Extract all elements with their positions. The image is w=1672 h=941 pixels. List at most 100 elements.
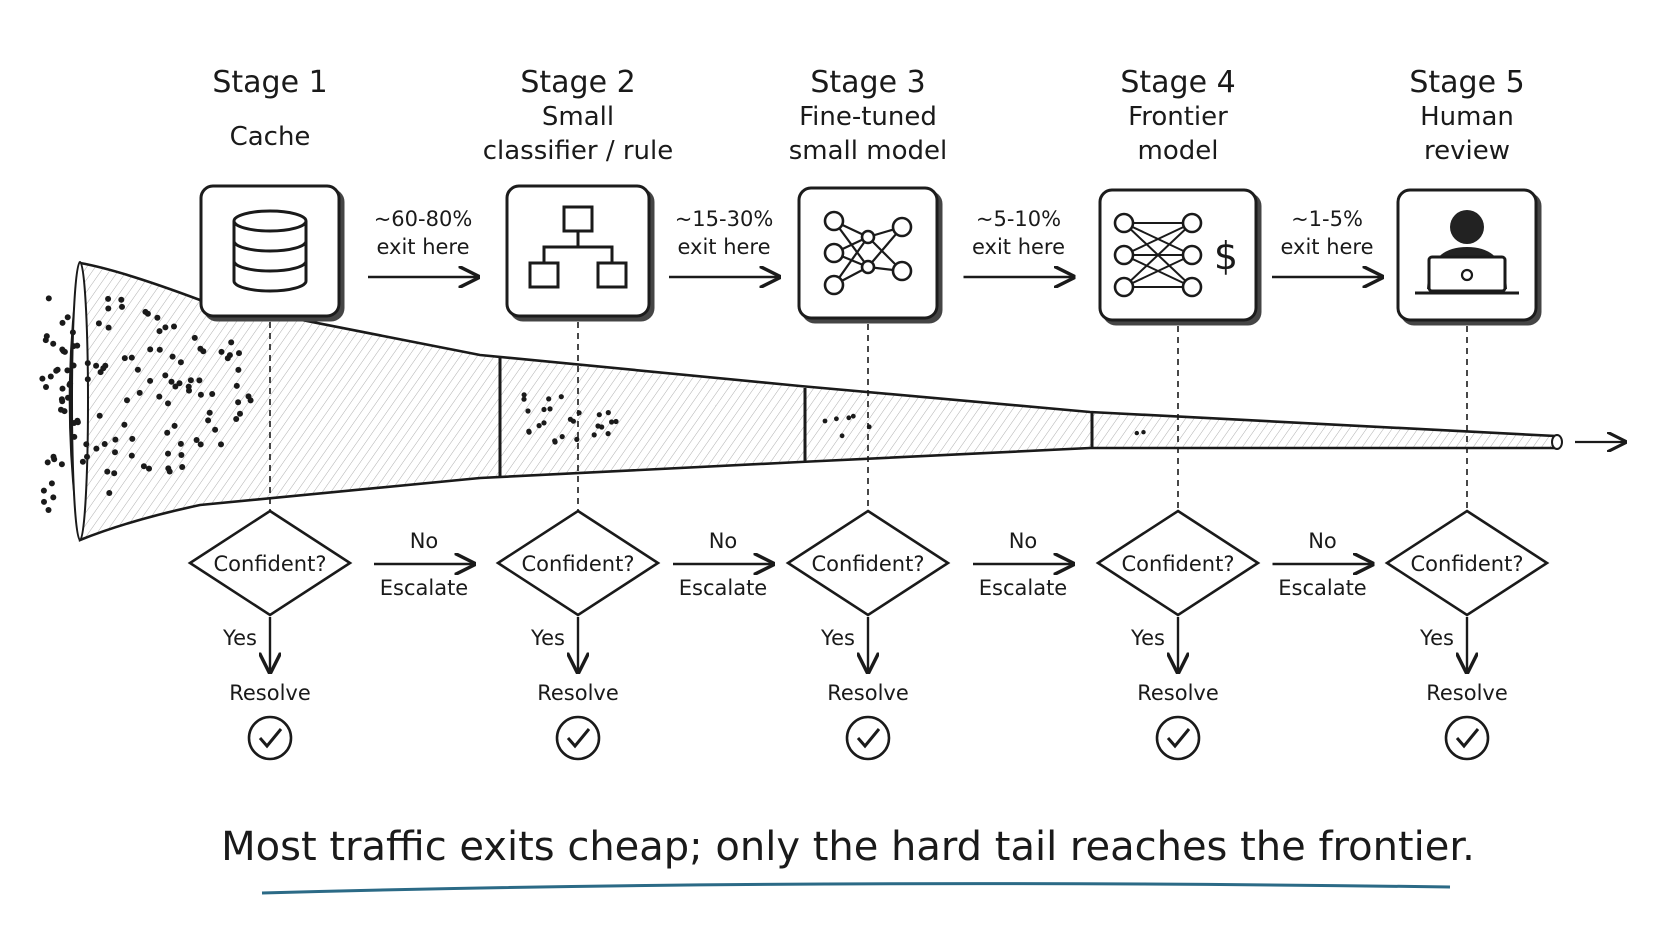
traffic-dot [48, 480, 55, 487]
traffic-dot [156, 393, 163, 400]
stage-subtitle-line: Cache [230, 122, 311, 152]
decision-diamond: Confident? [495, 509, 661, 617]
traffic-dot [599, 424, 605, 430]
traffic-dot [552, 438, 558, 444]
traffic-dot [196, 377, 203, 384]
yes-label: Yes [530, 626, 565, 650]
traffic-dot [45, 507, 52, 513]
traffic-dot [147, 377, 154, 384]
traffic-dot [176, 380, 183, 387]
traffic-dot [171, 323, 177, 330]
traffic-dot [74, 417, 81, 424]
decision-diamond: Confident? [1095, 509, 1261, 617]
traffic-dot [83, 441, 90, 448]
traffic-dot [197, 441, 204, 448]
traffic-dot [168, 378, 175, 385]
escalate-label: Escalate [679, 576, 767, 600]
traffic-dot [547, 406, 553, 412]
stage-icon-box [797, 186, 939, 320]
traffic-dot [218, 348, 225, 355]
caption: Most traffic exits cheap; only the hard … [221, 824, 1475, 870]
no-label: No [1009, 529, 1038, 553]
traffic-dot [67, 380, 74, 387]
no-label: No [1308, 529, 1337, 553]
decision-diamond: Confident? [785, 509, 951, 617]
traffic-dot [105, 295, 112, 302]
traffic-dot [121, 355, 128, 362]
traffic-dot [93, 362, 100, 369]
traffic-dot [50, 453, 57, 460]
stage-title: Stage 1 [212, 65, 327, 100]
traffic-dot [574, 436, 580, 442]
traffic-dot [112, 449, 118, 456]
traffic-dot [591, 432, 597, 438]
stage-icon-box [1396, 188, 1538, 322]
traffic-dot [850, 413, 856, 419]
decision-diamond: Confident? [1384, 509, 1550, 617]
exit-label: exit here [677, 235, 770, 259]
traffic-dot [84, 360, 91, 367]
traffic-dot [121, 421, 128, 428]
traffic-dot [50, 340, 57, 347]
stage-subtitle-line: Human [1420, 102, 1514, 132]
resolve-label: Resolve [229, 681, 311, 705]
check-circle-icon [1444, 715, 1490, 761]
traffic-dot [64, 314, 71, 321]
traffic-dot [60, 348, 67, 355]
traffic-dot [53, 367, 60, 374]
traffic-dot [541, 420, 547, 426]
traffic-dot [47, 373, 54, 380]
traffic-dot [154, 314, 161, 321]
traffic-dot [224, 355, 231, 362]
traffic-dot [172, 383, 179, 390]
traffic-dot [178, 452, 185, 458]
traffic-dot [156, 328, 163, 335]
exit-label: exit here [376, 235, 469, 259]
traffic-dot [162, 372, 169, 379]
exit-annotation: ~15-30% exit here [669, 207, 779, 277]
traffic-dot [521, 392, 527, 398]
traffic-dot [245, 393, 252, 400]
traffic-dot [526, 428, 532, 434]
neural-net-dollar-icon: $ [1113, 212, 1238, 298]
traffic-dot [74, 342, 81, 349]
traffic-dot [200, 348, 207, 355]
stage-subtitle-line: review [1424, 136, 1510, 166]
exit-percent: ~15-30% [675, 207, 774, 231]
traffic-dots [39, 295, 1146, 513]
decision-label: Confident? [214, 552, 327, 576]
escalate-label: Escalate [979, 576, 1067, 600]
resolve-label: Resolve [537, 681, 619, 705]
exit-label: exit here [972, 235, 1065, 259]
traffic-dot [105, 324, 112, 331]
exit-percent: ~5-10% [976, 207, 1061, 231]
traffic-dot [58, 406, 64, 413]
no-label: No [709, 529, 738, 553]
dollar-sign: $ [1214, 234, 1238, 278]
traffic-dot [179, 464, 186, 470]
traffic-dot [237, 410, 243, 417]
traffic-dot [43, 333, 50, 340]
stage-icon-box: $ [1098, 188, 1258, 322]
traffic-dot [71, 433, 78, 440]
stage-icon-box [505, 184, 651, 318]
traffic-dot [162, 324, 169, 331]
traffic-dot [233, 382, 240, 389]
traffic-dot [144, 310, 151, 317]
traffic-dot [596, 412, 602, 418]
traffic-dot [541, 406, 547, 413]
traffic-dot [166, 468, 173, 475]
escalate-label: Escalate [1278, 576, 1366, 600]
traffic-dot [84, 453, 90, 460]
traffic-dot [839, 433, 845, 439]
traffic-dot [233, 416, 240, 422]
